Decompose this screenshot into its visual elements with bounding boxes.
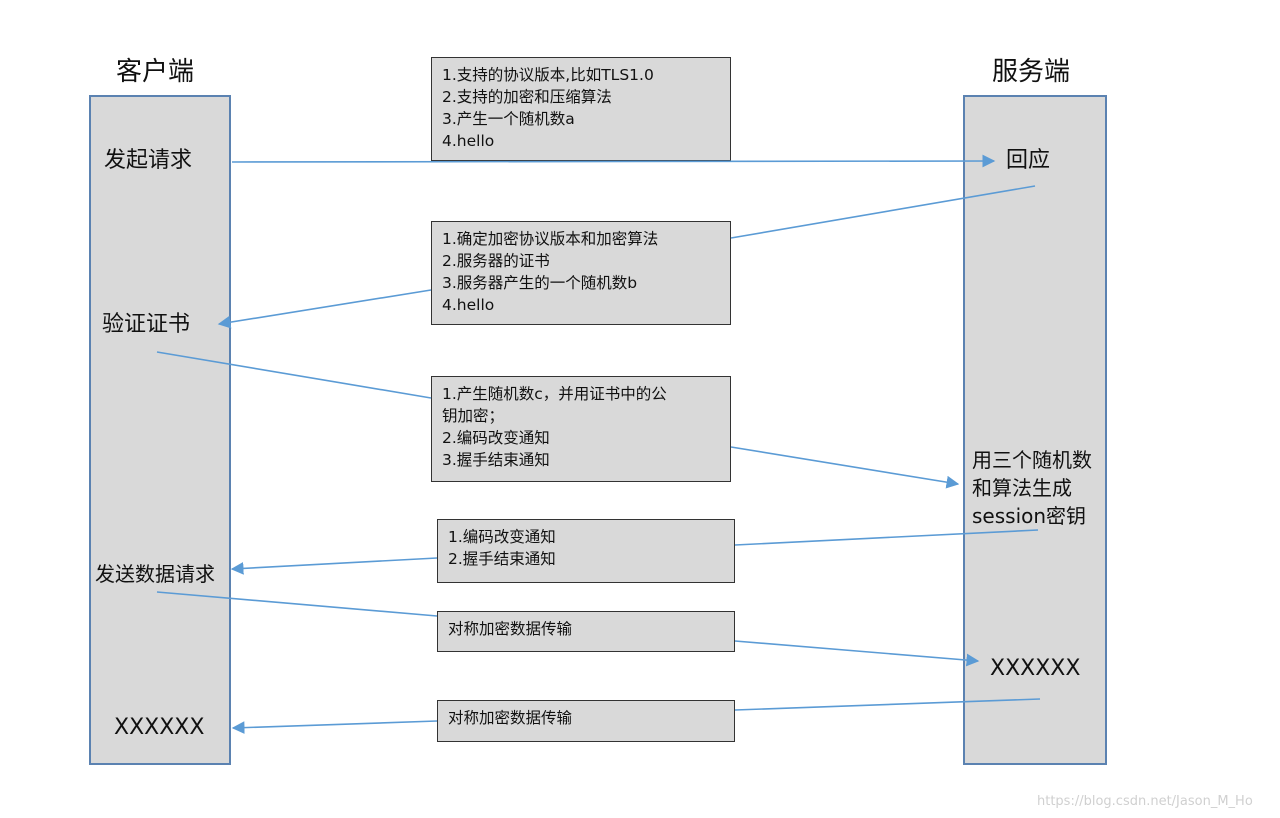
message-line: 对称加密数据传输 (448, 709, 573, 727)
message-line: 4.hello (442, 132, 495, 150)
server-lifeline (963, 95, 1107, 765)
message-line: 2.服务器的证书 (442, 252, 550, 270)
message-client-hello: 1.支持的协议版本,比如TLS1.0 2.支持的加密和压缩算法 3.产生一个随机… (431, 57, 731, 161)
arrow-server-finish-b (230, 557, 438, 575)
message-line: 4.hello (442, 296, 495, 314)
message-line: 2.编码改变通知 (442, 429, 550, 447)
message-data-to-server: 对称加密数据传输 (437, 611, 735, 652)
message-line: 2.握手结束通知 (448, 550, 556, 568)
client-step-placeholder: XXXXXX (114, 715, 205, 740)
message-line: 对称加密数据传输 (448, 620, 573, 638)
arrow-data-to-client-b (231, 720, 438, 735)
client-step-send-data: 发送数据请求 (95, 562, 215, 586)
client-step-verify-cert: 验证证书 (102, 312, 191, 337)
message-line: 1.产生随机数c，并用证书中的公 (442, 385, 667, 403)
message-line: 3.握手结束通知 (442, 451, 550, 469)
message-data-to-client: 对称加密数据传输 (437, 700, 735, 742)
message-line: 1.编码改变通知 (448, 528, 556, 546)
arrow-server-finish-a (734, 529, 1039, 546)
generate-key-line: 和算法生成 (972, 476, 1072, 500)
arrow-data-to-client-a (734, 698, 1041, 711)
arrow-client-key-b (730, 446, 960, 489)
message-line: 3.产生一个随机数a (442, 110, 575, 128)
message-server-hello: 1.确定加密协议版本和加密算法 2.服务器的证书 3.服务器产生的一个随机数b … (431, 221, 731, 325)
client-title: 客户端 (116, 57, 195, 87)
generate-key-line: 用三个随机数 (972, 448, 1092, 472)
message-line: 3.服务器产生的一个随机数b (442, 274, 638, 292)
server-title: 服务端 (992, 57, 1071, 87)
message-line: 1.确定加密协议版本和加密算法 (442, 230, 659, 248)
arrow-client-key-a (156, 351, 432, 399)
watermark: https://blog.csdn.net/Jason_M_Ho (1037, 794, 1253, 809)
arrow-data-to-server-b (734, 640, 980, 667)
message-line: 2.支持的加密和压缩算法 (442, 88, 612, 106)
generate-key-line: session密钥 (972, 504, 1087, 528)
server-step-placeholder: XXXXXX (990, 656, 1081, 681)
message-client-key-exchange: 1.产生随机数c，并用证书中的公 钥加密； 2.编码改变通知 3.握手结束通知 (431, 376, 731, 482)
arrow-server-hello-a (730, 185, 1036, 239)
message-server-finish: 1.编码改变通知 2.握手结束通知 (437, 519, 735, 583)
arrow-client-hello (231, 154, 996, 168)
server-step-respond: 回应 (1006, 148, 1051, 173)
arrow-data-to-server-a (156, 591, 438, 617)
message-line: 钥加密； (442, 407, 505, 425)
client-step-request: 发起请求 (104, 148, 193, 173)
client-lifeline (89, 95, 231, 765)
message-line: 1.支持的协议版本,比如TLS1.0 (442, 66, 654, 84)
server-step-generate-key: 用三个随机数 和算法生成 session密钥 (972, 446, 1092, 530)
arrow-server-hello-b (217, 289, 432, 329)
